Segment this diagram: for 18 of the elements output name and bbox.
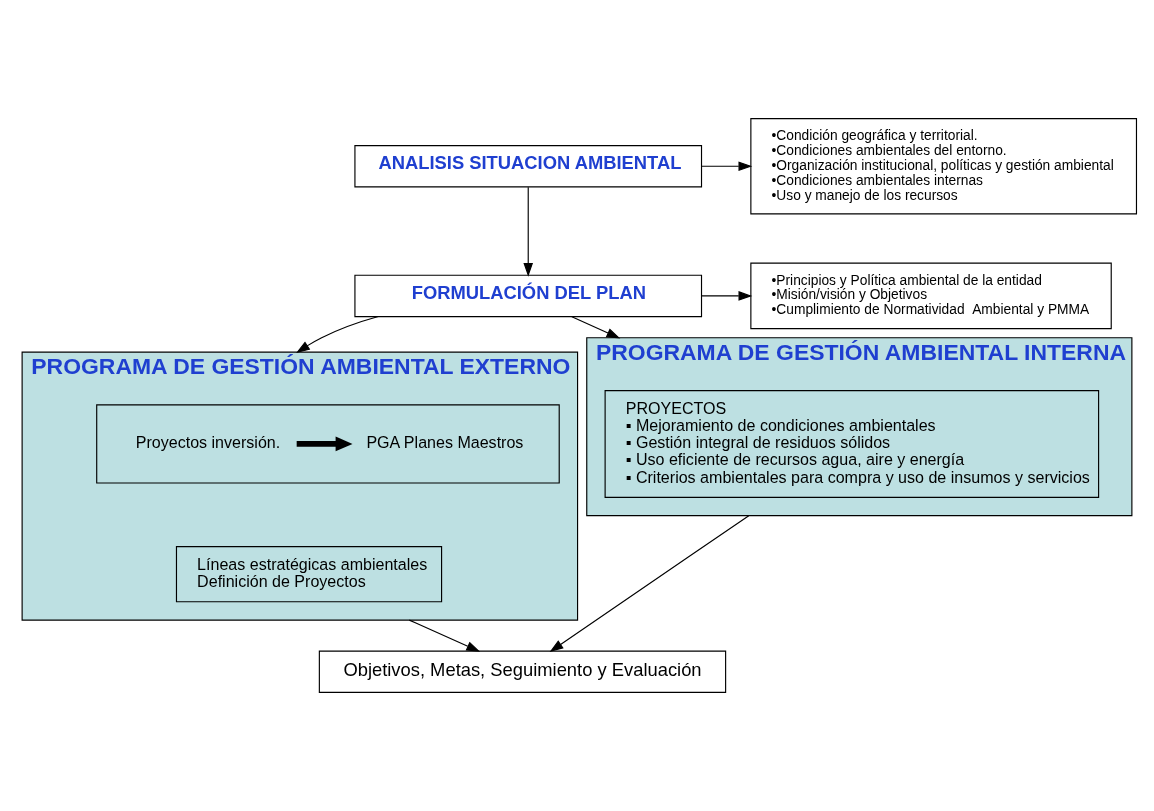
node-box: Líneas estratégicas ambientales Definición de Proyectos (175, 546, 443, 603)
node-box: PROYECTOS ▪ Mejoramiento de condiciones ambientales ▪ Gestión integral de residuos sólidos ▪ Uso eficiente de recursos agua, aire y energía ▪ Criterios ambientales para compra y uso de insumos y servicios (604, 390, 1100, 498)
node-text: Proyectos inversión. (135, 433, 281, 452)
arrow (296, 436, 353, 452)
arrow (523, 186, 534, 277)
node-box: Objetivos, Metas, Seguimiento y Evaluación (318, 650, 727, 693)
arrow (549, 515, 750, 653)
node-box: •Principios y Política ambiental de la entidad •Misión/visión y Objetivos •Cumplimiento de Normatividad Ambiental y PMMA (750, 262, 1112, 330)
cluster (96, 404, 560, 484)
arrow (571, 316, 621, 339)
node-box: FORMULACIÓN DEL PLAN (354, 274, 703, 318)
arrow (408, 619, 481, 652)
arrow (701, 161, 753, 172)
arrow (701, 291, 753, 301)
arrow (296, 316, 379, 354)
node-box: •Condición geográfica y territorial. •Condiciones ambientales del entorno. •Organización institucional, políticas y gestión ambiental •Condiciones ambientales internas •Uso y manejo de los recursos (750, 118, 1138, 215)
node-text: PGA Planes Maestros (366, 433, 524, 452)
node-box: ANALISIS SITUACION AMBIENTAL (354, 145, 703, 188)
